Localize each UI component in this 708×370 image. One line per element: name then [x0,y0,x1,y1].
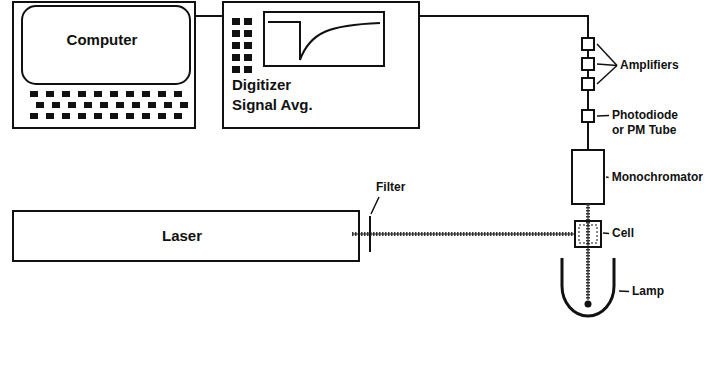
key-symbol [84,102,92,108]
key-symbol [94,113,102,119]
cell-window [579,225,597,243]
key-symbol [68,102,76,108]
probe-beam [586,204,590,300]
connector-segment [196,15,222,17]
connector-line [196,16,222,17]
signal-wire [420,16,588,150]
key-symbol [116,102,124,108]
key-symbol [62,113,70,119]
keyboard [30,91,188,119]
monochromator-box [572,150,604,204]
laser-beam [352,232,575,236]
leader-line [371,197,379,214]
filter-symbol [369,216,371,252]
key-symbol [174,113,182,119]
button-symbol [244,18,252,25]
button-symbol [232,30,240,37]
key-symbol [126,113,134,119]
leader-line [597,64,617,66]
part-label: Photodiode or PM Tube [612,108,688,138]
lamp-bulb [585,301,592,308]
key-symbol [142,91,150,97]
key-symbol [110,91,118,97]
key-symbol [30,113,38,119]
leader-line [597,115,609,117]
leader-line [603,232,609,234]
lamp-reflector [562,258,614,316]
leader-line [597,44,617,66]
part-label: Amplifiers [620,58,679,73]
part-label: Monochromator [612,170,703,185]
computer-box: Computer [12,1,196,129]
detector-symbol [582,110,594,122]
key-symbol [62,91,70,97]
digitizer-box: Digitizer Signal Avg. [222,1,420,129]
key-symbol [46,91,54,97]
button-symbol [232,18,240,25]
button-symbol [232,54,240,61]
key-symbol [52,102,60,108]
scope-screen [264,12,384,66]
key-symbol [174,91,182,97]
laser-beam [352,234,575,235]
part-label: Filter [376,180,405,195]
button-symbol [244,54,252,61]
key-symbol [142,113,150,119]
key-symbol [94,91,102,97]
key-symbol [110,113,118,119]
key-symbol [132,102,140,108]
key-symbol [78,113,86,119]
part-label: Lamp [632,284,664,299]
amplifier-symbol [582,58,594,70]
key-symbol [148,102,156,108]
key-symbol [46,113,54,119]
key-symbol [180,102,188,108]
leader-line [597,66,617,85]
probe-beam [588,204,589,300]
button-symbol [232,42,240,49]
button-symbol [244,66,252,73]
monitor-screen [22,6,190,84]
button-symbol [232,66,240,73]
key-symbol [30,91,38,97]
node-label: Laser [14,226,350,246]
laser-box: Laser [12,210,360,262]
part-label: Cell [612,226,634,241]
node-label: Digitizer Signal Avg. [232,75,332,115]
cell-symbol [575,221,601,247]
button-symbol [244,30,252,37]
key-symbol [78,91,86,97]
key-symbol [36,102,44,108]
key-symbol [158,113,166,119]
leader-line [606,176,609,178]
decay-trace [268,22,380,60]
key-symbol [100,102,108,108]
button-grid [232,18,252,73]
amplifier-symbol [582,38,594,50]
button-symbol [244,42,252,49]
key-symbol [158,91,166,97]
key-symbol [164,102,172,108]
node-label: Computer [22,30,182,50]
amplifier-symbol [582,78,594,90]
leader-line [619,290,629,292]
key-symbol [126,91,134,97]
